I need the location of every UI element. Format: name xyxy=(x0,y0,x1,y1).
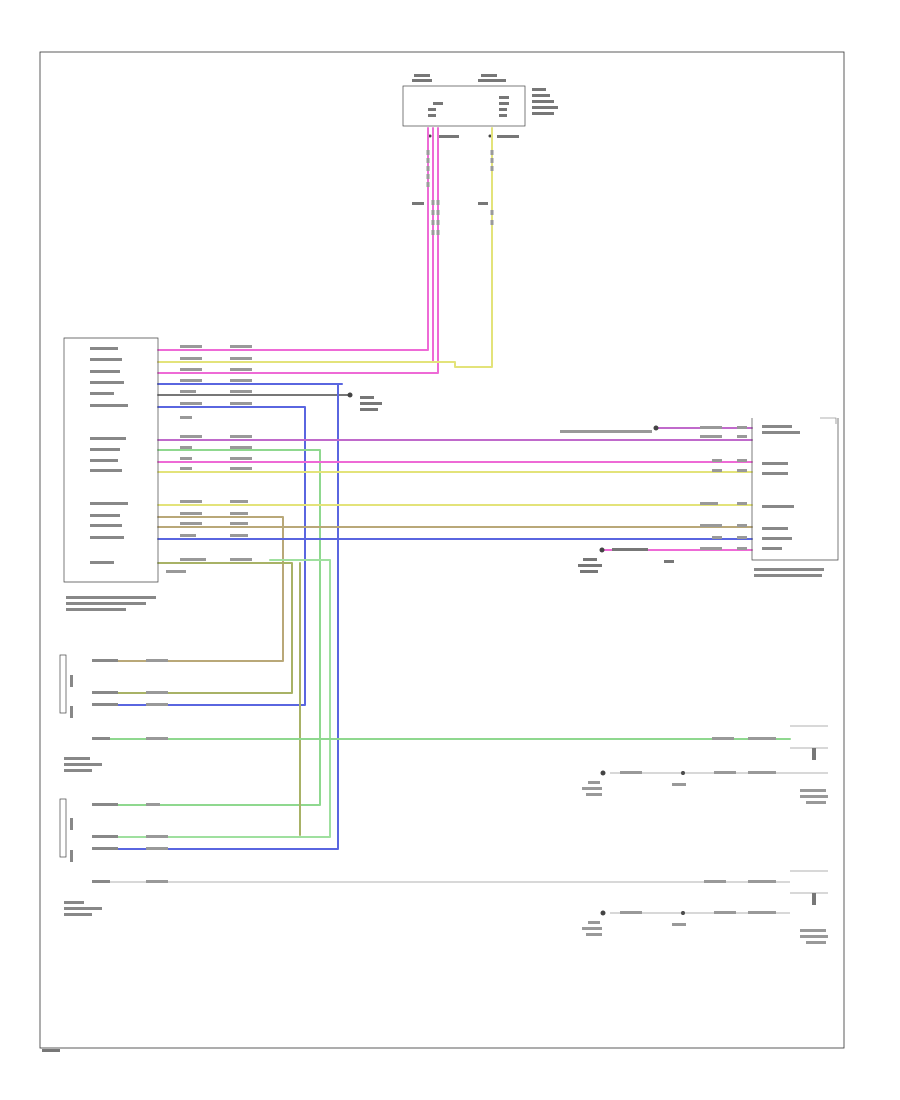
right-module xyxy=(560,417,839,577)
page-ref-mark xyxy=(42,1049,60,1052)
diagram-frame xyxy=(39,51,845,1049)
connector-blob xyxy=(426,166,430,171)
connector-blob xyxy=(431,230,435,235)
wire-pink-3 xyxy=(157,127,439,374)
left-rear-sensor xyxy=(59,798,828,916)
connector-blob xyxy=(426,182,430,187)
connector-blob xyxy=(436,230,440,235)
ground-point-right xyxy=(578,547,674,573)
fuse-box xyxy=(402,74,558,205)
connector-blob xyxy=(436,210,440,215)
wire-green-long xyxy=(94,449,321,806)
connector-blob xyxy=(490,166,494,171)
connector-blob xyxy=(436,200,440,205)
wire-yellow-feed xyxy=(157,127,493,368)
connector-blob xyxy=(426,158,430,163)
connector-blob xyxy=(431,220,435,225)
wire-pink-2 xyxy=(157,127,434,363)
wire-blue-3 xyxy=(94,383,339,850)
connector-blob xyxy=(431,210,435,215)
left-module xyxy=(63,337,252,611)
wire-olive-1 xyxy=(94,562,293,694)
connector-blob xyxy=(490,150,494,155)
right-rear-remote xyxy=(582,770,828,804)
connector-blob xyxy=(431,200,435,205)
connector-blob xyxy=(426,174,430,179)
ground-point-upper xyxy=(347,392,382,411)
wire-green-2 xyxy=(94,559,331,838)
wire-tan-1 xyxy=(94,516,284,662)
wire-pink-1 xyxy=(157,127,429,351)
connector-blobs xyxy=(426,150,494,235)
right-rear-sensor xyxy=(59,654,828,772)
connector-blob xyxy=(490,158,494,163)
wire-harness xyxy=(94,127,791,883)
connector-blob xyxy=(490,220,494,225)
left-rear-remote xyxy=(582,910,828,944)
connector-blob xyxy=(436,220,440,225)
connector-blob xyxy=(426,150,430,155)
wire-blue-2 xyxy=(94,406,306,706)
connector-blob xyxy=(490,210,494,215)
